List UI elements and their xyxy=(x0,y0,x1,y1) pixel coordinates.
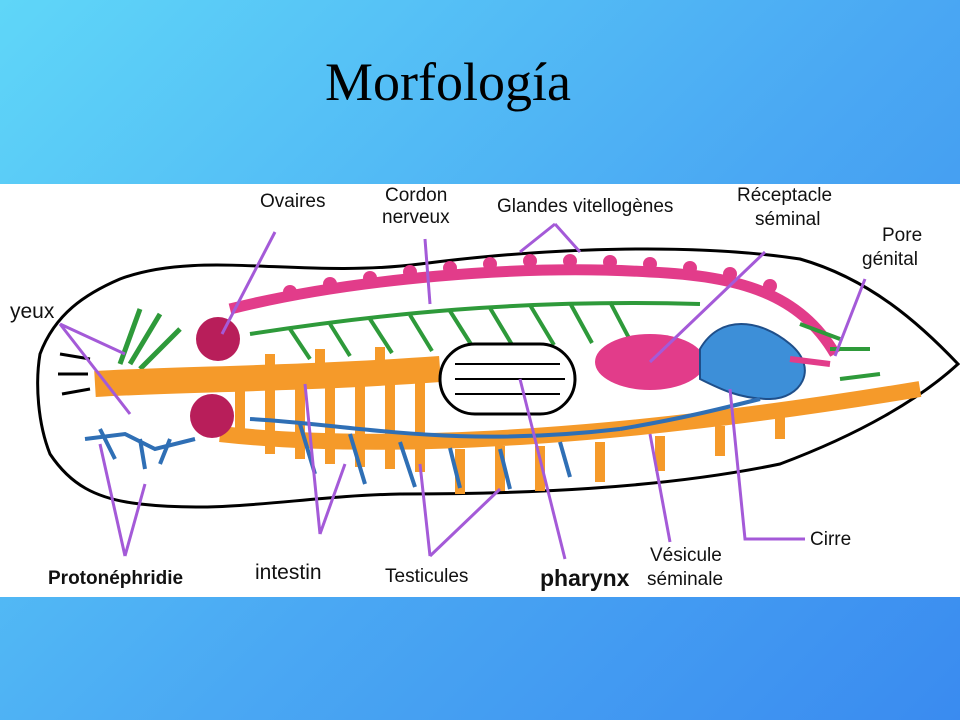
ovary-upper xyxy=(196,317,240,361)
leader-lines xyxy=(58,222,867,560)
label-testicules: Testicules xyxy=(385,566,469,587)
label-pore-line1: Pore xyxy=(882,225,923,246)
flatworm-illustration xyxy=(36,222,960,560)
diagram-panel: Ovaires Cordon nerveux Glandes vitellogè… xyxy=(0,184,960,597)
vitellaria-lobes xyxy=(283,254,777,299)
label-protonephridie: Protonéphridie xyxy=(48,568,184,589)
label-pore-line2: génital xyxy=(862,249,918,270)
label-cirre: Cirre xyxy=(810,529,852,550)
nerve-cord xyxy=(249,301,701,336)
label-glandes: Glandes vitellogènes xyxy=(497,196,674,217)
label-vesicule-line1: Vésicule xyxy=(650,545,722,566)
ovary-lower xyxy=(190,394,234,438)
label-receptacle-line2: séminal xyxy=(755,209,821,230)
intestine-trunk xyxy=(94,356,441,397)
slide-title: Morfología xyxy=(325,52,571,112)
label-yeux: yeux xyxy=(10,300,55,323)
label-pharynx: pharynx xyxy=(540,565,630,591)
label-intestin: intestin xyxy=(255,561,322,584)
cirrus-duct xyxy=(789,356,831,367)
label-ovaires: Ovaires xyxy=(260,191,326,212)
label-cordon-line1: Cordon xyxy=(385,185,448,206)
protonephridia-network xyxy=(84,397,761,490)
label-cordon-line2: nerveux xyxy=(382,207,450,228)
label-vesicule-line2: séminale xyxy=(647,569,724,590)
label-receptacle-line1: Réceptacle xyxy=(737,185,833,206)
vitellaria-band xyxy=(228,264,840,357)
intestine-diverticula xyxy=(235,347,785,494)
